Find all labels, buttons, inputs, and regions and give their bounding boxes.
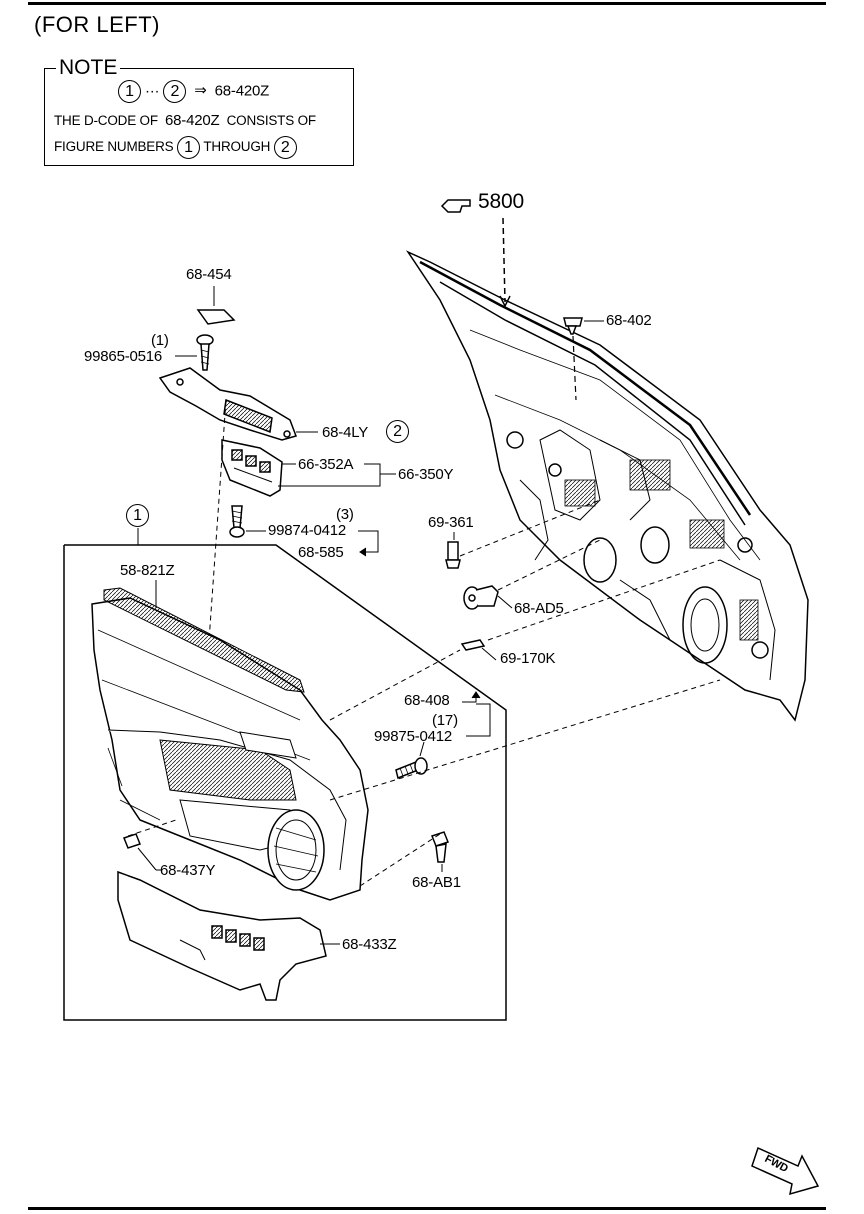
callout-68-402: 68-402: [606, 312, 652, 329]
note-text-prefix: THE D-CODE OF: [54, 113, 158, 128]
callout-68-AD5: 68-AD5: [514, 600, 564, 617]
callout-68-585: 68-585: [298, 544, 344, 561]
callout-66-350Y: 66-350Y: [398, 466, 454, 483]
callout-68-4LY-figure: 2: [386, 420, 409, 443]
pointing-hand-icon: [440, 199, 471, 213]
note-code: 68-420Z: [165, 112, 220, 129]
fastener-68-AB1: [431, 831, 449, 863]
window-switch-66-352A: [221, 439, 283, 497]
callout-68-454: 68-454: [186, 266, 232, 283]
note-text-prefix: FIGURE NUMBERS: [54, 139, 174, 155]
screw-99874: [229, 505, 245, 538]
pad-69-170K: [460, 639, 486, 651]
clip-69-361: [445, 541, 461, 569]
bottom-rule: [28, 1207, 826, 1210]
note-line-1: 1 ··· 2 ⇒ 68-420Z: [118, 80, 269, 103]
callout-99875-0412: 99875-0412: [374, 728, 453, 745]
figure-1-frame: [63, 544, 507, 1021]
door-trim-panel: [91, 587, 369, 901]
clip-68-402: [563, 317, 583, 335]
fwd-arrow-icon: [751, 1146, 820, 1196]
callout-69-361: 69-361: [428, 514, 474, 531]
diagram-title: (FOR LEFT): [34, 12, 160, 37]
note-label: NOTE: [56, 56, 121, 80]
implies-icon: ⇒: [194, 82, 207, 100]
pad-68-454: [196, 309, 236, 325]
figure-number-badge: 2: [273, 136, 297, 159]
callout-58-821Z: 58-821Z: [120, 562, 175, 579]
callout-68-AB1: 68-AB1: [412, 874, 461, 891]
note-line-3: FIGURE NUMBERS 1 THROUGH 2: [54, 136, 297, 159]
fastener-68-AD5: [463, 585, 499, 610]
note-text-suffix: CONSISTS OF: [226, 113, 317, 128]
figure-number-badge: 1: [118, 80, 141, 103]
callout-99865-0516: 99865-0516: [84, 348, 163, 365]
figure-number-badge: 1: [126, 504, 149, 527]
screw-99875: [395, 757, 428, 780]
callout-66-352A: 66-352A: [298, 456, 354, 473]
figure-number-badge: 2: [163, 80, 187, 103]
callout-5800: 5800: [478, 190, 524, 213]
callout-68-437Y: 68-437Y: [160, 862, 216, 879]
lower-trim-68-433Z: [117, 870, 327, 1001]
note-line-2: THE D-CODE OF 68-420Z CONSISTS OF: [54, 112, 316, 129]
callout-68-433Z: 68-433Z: [342, 936, 397, 953]
figure-number-badge: 1: [177, 136, 201, 159]
note-text-middle: THROUGH: [203, 139, 271, 155]
cap-68-437Y: [123, 833, 141, 849]
note-code: 68-420Z: [214, 82, 270, 100]
door-inner-panel: [405, 250, 809, 722]
callout-68-4LY: 68-4LY: [322, 424, 369, 441]
top-rule: [28, 2, 826, 5]
note-box: [44, 68, 354, 166]
callout-qty-3: (3): [336, 506, 354, 523]
callout-qty-1: (1): [151, 332, 169, 349]
figure-number-badge: 2: [386, 420, 409, 443]
leader-5800: [502, 217, 506, 303]
callout-99874-0412: 99874-0412: [268, 522, 347, 539]
screw-99865: [196, 334, 214, 371]
callout-69-170K: 69-170K: [500, 650, 556, 667]
callout-qty-17: (17): [432, 712, 458, 729]
switch-bezel-68-4LY: [158, 367, 297, 441]
callout-figure-1: 1: [126, 504, 149, 527]
note-dots: ···: [144, 82, 160, 100]
callout-68-408: 68-408: [404, 692, 450, 709]
